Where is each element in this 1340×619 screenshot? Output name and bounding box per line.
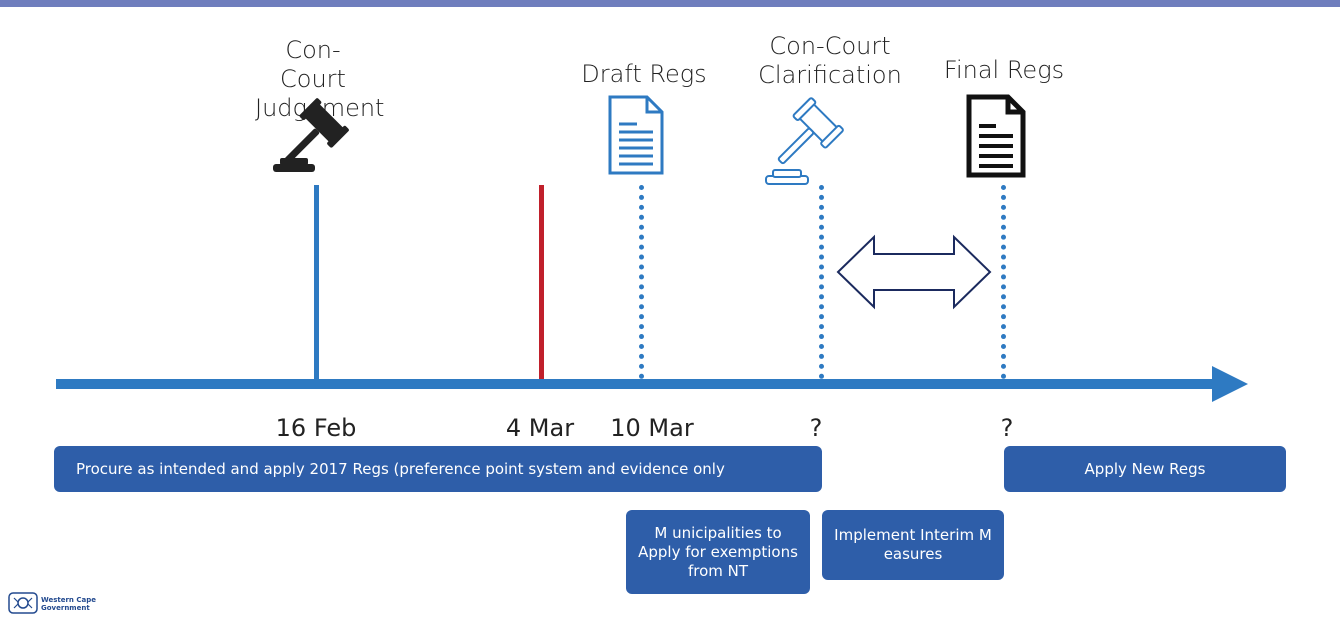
label-clarification: Con-Court Clarification [758,32,902,89]
date-draft-regs: 10 Mar [610,414,694,442]
western-cape-crest-icon [8,592,38,614]
marker-judgement [314,185,319,381]
date-clarification: ? [809,414,823,442]
box-exemptions: M unicipalities to Apply for exemptions … [626,510,810,594]
top-rule [0,0,1340,7]
label-draft-regs: Draft Regs [581,60,707,88]
double-arrow-icon [836,234,992,310]
box-interim-measures: Implement Interim M easures [822,510,1004,580]
box-procure: Procure as intended and apply 2017 Regs … [54,446,822,492]
date-judgement: 16 Feb [275,414,357,442]
label-judgement: Con-Court Judgement [255,36,384,122]
marker-cutoff [539,185,544,381]
logo-text: Western Cape Government [41,596,96,612]
document-icon [966,94,1026,178]
document-outline-icon [608,95,664,175]
timeline-axis [56,366,1248,402]
date-cutoff: 4 Mar [505,414,575,442]
marker-final-regs [1001,185,1006,379]
box-apply-new-regs: Apply New Regs [1004,446,1286,492]
label-final-regs: Final Regs [943,56,1065,84]
gavel-outline-icon [765,97,844,185]
logo-line-1: Western Cape [41,596,96,604]
marker-draft-regs [639,185,644,379]
marker-clarification [819,185,824,379]
gavel-icon [273,98,349,172]
logo-line-2: Government [41,604,90,612]
date-final-regs: ? [1000,414,1014,442]
